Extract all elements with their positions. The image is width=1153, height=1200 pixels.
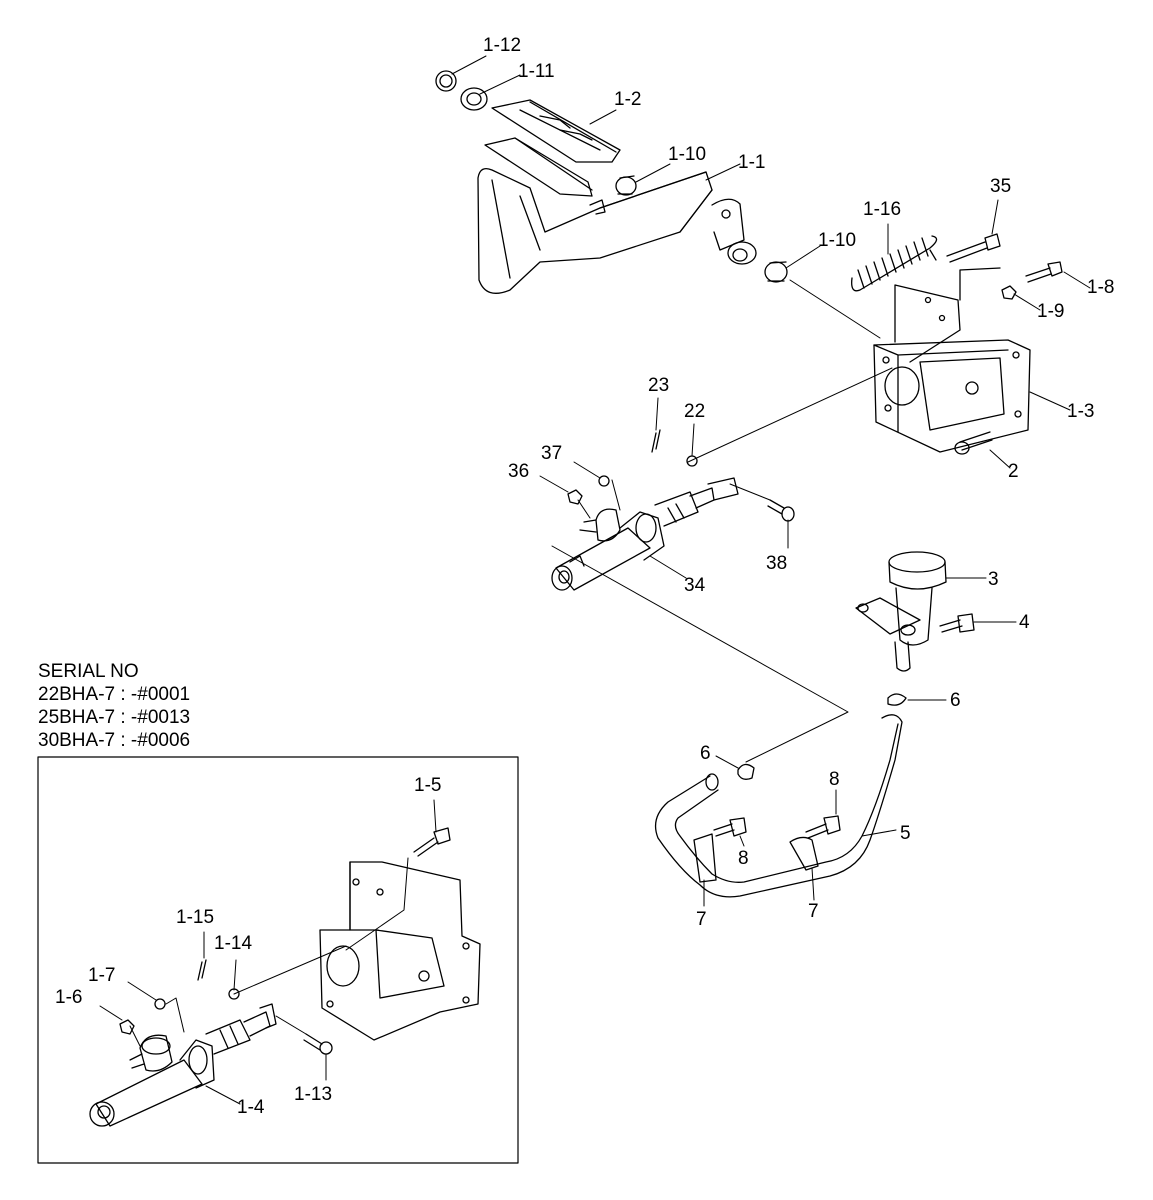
label-1-7: 1-7 — [88, 965, 116, 986]
inset-washer-1-7 — [155, 999, 165, 1009]
label-1-8: 1-8 — [1087, 277, 1115, 298]
ring-1-12 — [436, 71, 456, 91]
label-1-13: 1-13 — [294, 1084, 333, 1105]
assembly-lines — [552, 280, 892, 762]
label-34: 34 — [684, 575, 706, 596]
pedal-arm — [478, 138, 756, 293]
inset-leader-lines — [100, 800, 436, 1104]
inset-pin-1-13 — [304, 1034, 332, 1054]
label-1-14: 1-14 — [214, 933, 253, 954]
serial-line-22bha: 22BHA-7 : -#0001 — [38, 684, 191, 705]
label-4: 4 — [1019, 612, 1030, 633]
label-6-upper: 6 — [950, 690, 961, 711]
nut-1-9 — [1002, 286, 1016, 299]
leader-lines — [452, 56, 1090, 906]
return-spring-1-16 — [852, 236, 937, 291]
clamp-6-upper — [888, 694, 906, 705]
master-cylinder-34 — [552, 478, 738, 590]
bolt-4 — [940, 614, 974, 632]
clip-7-right — [790, 837, 818, 870]
label-1-6: 1-6 — [55, 987, 83, 1008]
washer-1-11 — [461, 88, 487, 110]
reservoir-3 — [856, 552, 946, 671]
cotter-pin-23 — [652, 430, 660, 452]
pedal-bracket — [874, 268, 1030, 452]
inset-nut-1-6 — [120, 1020, 134, 1034]
label-23: 23 — [648, 375, 670, 396]
washer-37 — [599, 476, 609, 486]
label-7-left: 7 — [696, 909, 707, 930]
label-37: 37 — [541, 443, 563, 464]
label-36: 36 — [508, 461, 530, 482]
serial-line-30bha: 30BHA-7 : -#0006 — [38, 730, 191, 751]
bushing-1-10-upper — [616, 176, 636, 195]
label-1-15: 1-15 — [176, 907, 215, 928]
label-1-5: 1-5 — [414, 775, 442, 796]
clamp-6-lower — [738, 764, 754, 779]
inset-bracket — [320, 862, 480, 1040]
label-8-right: 8 — [829, 769, 840, 790]
pedal-pad — [492, 100, 620, 162]
label-1-12: 1-12 — [483, 35, 522, 56]
label-1-2: 1-2 — [614, 89, 642, 110]
label-5: 5 — [900, 823, 911, 844]
label-6-lower: 6 — [700, 743, 711, 764]
label-1-10-upper: 1-10 — [668, 144, 707, 165]
label-1-3: 1-3 — [1067, 401, 1095, 422]
pin-38 — [768, 500, 794, 521]
bolt-1-8 — [1026, 262, 1062, 282]
hose-5 — [656, 715, 902, 897]
label-35: 35 — [990, 176, 1012, 197]
bolt-8-right — [806, 816, 840, 838]
inset-master-cylinder-1-4 — [90, 1004, 276, 1126]
label-1-1: 1-1 — [738, 152, 766, 173]
washer-22 — [687, 456, 697, 466]
serial-no-title: SERIAL NO — [38, 661, 139, 682]
bolt-2 — [955, 432, 992, 454]
nut-36 — [568, 490, 582, 504]
label-8-left: 8 — [738, 848, 749, 869]
bushing-1-10-lower — [765, 262, 787, 282]
bolt-8-left — [714, 818, 746, 836]
label-7-right: 7 — [808, 901, 819, 922]
label-1-16: 1-16 — [863, 199, 902, 220]
label-1-11: 1-11 — [518, 61, 555, 82]
bolt-35 — [947, 234, 1000, 262]
inset-cotter-pin-1-15 — [198, 960, 206, 980]
serial-line-25bha: 25BHA-7 : -#0013 — [38, 707, 191, 728]
inset-frame — [38, 757, 518, 1163]
inset-assembly-lines — [130, 858, 408, 1046]
label-22: 22 — [684, 401, 706, 422]
label-3: 3 — [988, 569, 999, 590]
label-38: 38 — [766, 553, 788, 574]
clip-7-left — [694, 834, 716, 882]
label-2: 2 — [1008, 461, 1019, 482]
inset-bolt-1-5 — [414, 828, 450, 856]
label-1-10-lower: 1-10 — [818, 230, 857, 251]
label-1-4: 1-4 — [237, 1097, 265, 1118]
label-1-9: 1-9 — [1037, 301, 1065, 322]
